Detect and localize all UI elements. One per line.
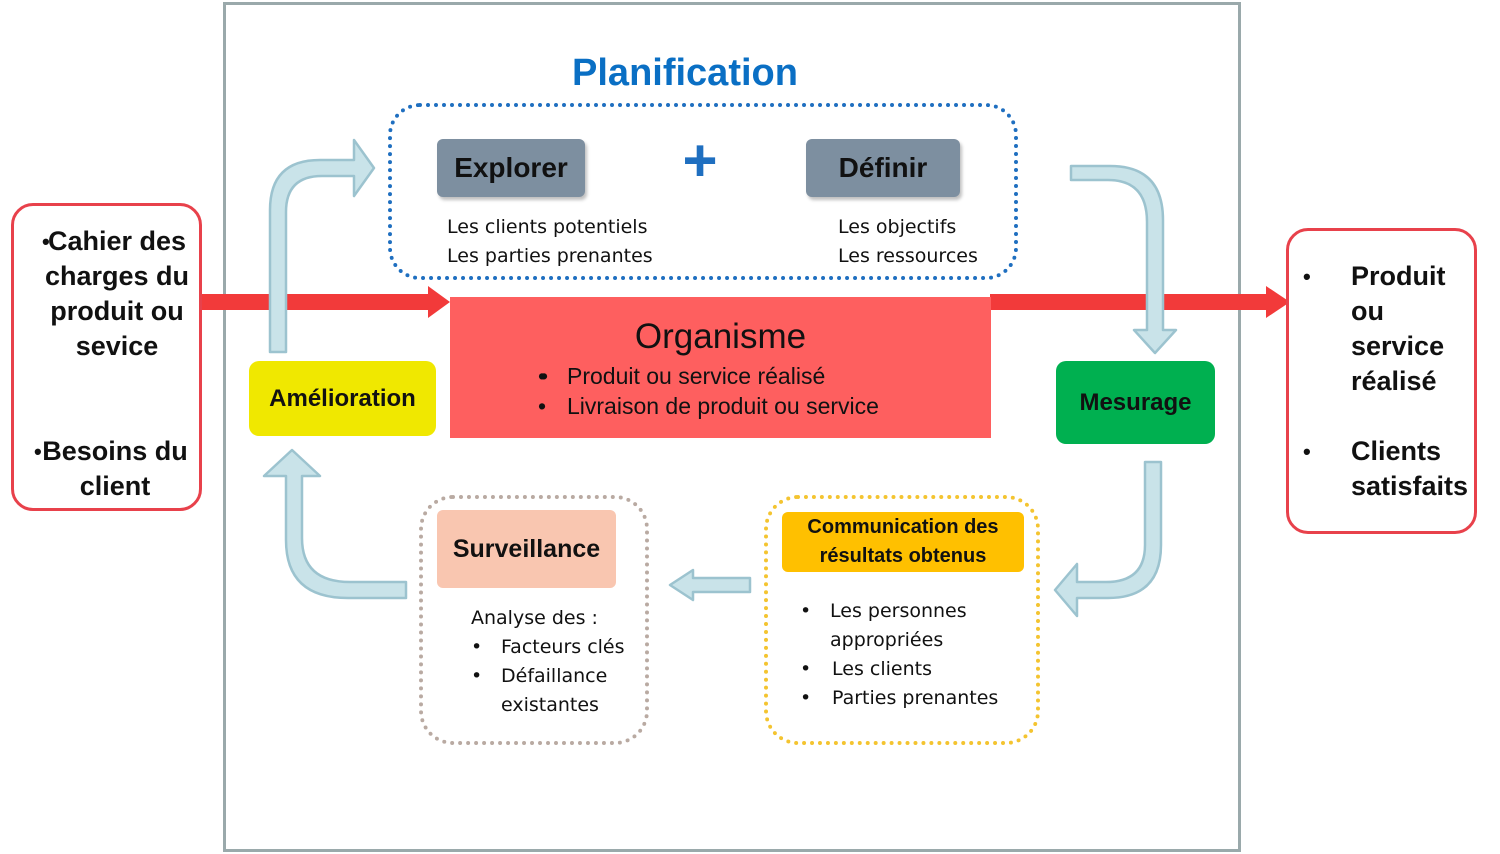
communication-label-line: résultats obtenus: [819, 545, 987, 567]
main-flow-left-arrow-shaft: [200, 294, 436, 310]
organism-title: Organisme: [634, 317, 807, 356]
communication-item: • Parties prenantes: [800, 687, 999, 709]
communication-item-text: Parties prenantes: [832, 687, 999, 709]
communication-item: • Les personnes appropriées: [800, 600, 967, 651]
arrow-mesurage-to-communication: [1053, 460, 1163, 618]
arrow-surveillance-to-amelioration: [262, 448, 408, 600]
organism-item-text: Produit ou service réalisé: [567, 363, 826, 389]
organism-item: • Livraison de produit ou service: [538, 393, 879, 419]
output-item-text: Produit ou service réalisé: [1351, 261, 1446, 396]
definir-note-line: Les objectifs: [838, 216, 957, 238]
output-box: • Produit ou service réalisé • Clients s…: [1286, 228, 1477, 534]
input-item-text: Cahier des charges du produit ou sevice: [44, 226, 190, 361]
communication-notes: • Les personnes appropriées • Les client…: [800, 597, 1030, 713]
surveillance-group: [419, 495, 649, 745]
input-item: • Cahier des charges du produit ou sevic…: [22, 224, 202, 364]
output-item: • Clients satisfaits: [1299, 434, 1489, 504]
plus-icon: +: [682, 127, 718, 194]
surveillance-item-text: Défaillance existantes: [501, 665, 608, 716]
communication-item: • Les clients: [800, 658, 932, 680]
surveillance-intro: Analyse des :: [471, 607, 598, 629]
output-item-text: Clients satisfaits: [1351, 436, 1469, 501]
surveillance-item-text: Facteurs clés: [501, 636, 625, 658]
output-item: • Produit ou service réalisé: [1299, 259, 1479, 399]
surveillance-item: • Défaillance existantes: [471, 665, 608, 716]
surveillance-notes: Analyse des : • Facteurs clés • Défailla…: [471, 604, 641, 720]
input-box: • Cahier des charges du produit ou sevic…: [11, 203, 202, 511]
definir-note-line: Les ressources: [838, 245, 978, 267]
mesurage-box: Mesurage: [1056, 361, 1215, 444]
explorer-note-line: Les parties prenantes: [447, 245, 653, 267]
planning-group: [388, 103, 1018, 280]
communication-group: [764, 495, 1040, 745]
main-flow-left-arrow-head: [428, 286, 450, 318]
organism-item: • Produit ou service réalisé: [538, 361, 826, 391]
surveillance-box: Surveillance: [437, 510, 616, 588]
amelioration-box: Amélioration: [249, 361, 436, 436]
surveillance-item: • Facteurs clés: [471, 636, 625, 658]
arrow-planning-to-mesurage: [1069, 164, 1178, 355]
organism-box: Organisme • Produit ou service réalisé •…: [450, 297, 991, 438]
diagram-title: Planification: [572, 52, 798, 94]
arrow-communication-to-surveillance: [668, 568, 752, 602]
input-item: • Besoins du client: [22, 434, 202, 504]
communication-box: Communication des résultats obtenus: [782, 512, 1024, 572]
communication-item-text: Les personnes appropriées: [830, 600, 967, 651]
explorer-box: Explorer: [437, 139, 585, 197]
explorer-note-line: Les clients potentiels: [447, 216, 648, 238]
arrow-amelioration-to-planning: [268, 138, 376, 354]
process-frame: [223, 2, 1241, 852]
main-flow-right-arrow-head: [1266, 286, 1290, 318]
communication-item-text: Les clients: [832, 658, 932, 680]
definir-box: Définir: [806, 139, 960, 197]
explorer-notes: Les clients potentiels Les parties prena…: [447, 213, 687, 271]
definir-notes: Les objectifs Les ressources: [838, 213, 1008, 271]
organism-item-text: Livraison de produit ou service: [567, 393, 879, 419]
input-item-text: Besoins du client: [42, 436, 188, 501]
main-flow-right-arrow-shaft: [990, 294, 1268, 310]
communication-label-line: Communication des: [807, 516, 999, 538]
